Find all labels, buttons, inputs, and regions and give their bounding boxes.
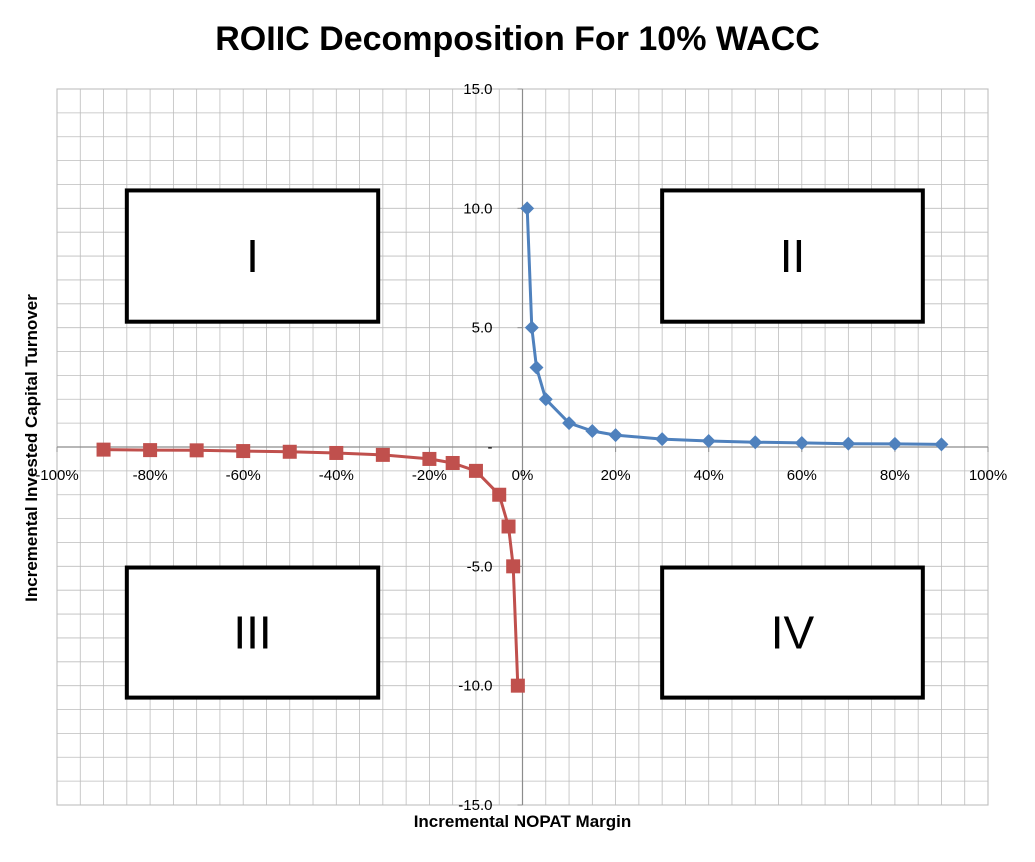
quadrant-box [124,188,381,324]
series-2-point [506,559,521,574]
series-2-point [501,519,516,534]
series-2-point [282,444,297,459]
quadrant-box [124,565,381,700]
series-1-point [794,435,809,450]
x-tick-label: 80% [880,467,910,484]
series-1-point [934,437,949,452]
series-2-point [329,445,344,460]
y-axis-title: Incremental Invested Capital Turnover [22,294,41,602]
series-1-point [608,428,623,443]
series-2-point [236,444,251,459]
quadrant-label: I [246,230,259,282]
series-1-point [520,201,535,216]
x-tick-label: -80% [133,467,168,484]
chart-title: ROIIC Decomposition For 10% WACC [215,20,820,58]
series-1-point [748,435,763,450]
series-2-point [96,442,111,457]
quadrant-label: III [233,607,271,659]
series-1-point [655,432,670,447]
x-tick-label: 40% [694,467,724,484]
x-tick-label: 100% [969,467,1007,484]
x-axis-title: Incremental NOPAT Margin [413,812,632,831]
y-tick-label: 5.0 [472,320,493,337]
y-tick-label: -15.0 [458,797,492,814]
y-tick-label: -10.0 [458,678,492,695]
quadrant-label: IV [771,607,815,659]
x-tick-label: 0% [512,467,534,484]
series-2-point [445,455,460,470]
x-tick-label: 20% [601,467,631,484]
y-tick-label: - [488,439,493,456]
x-tick-label: -60% [226,467,261,484]
series-1-point [524,320,539,335]
y-tick-label: 15.0 [463,81,492,98]
series-2-point [422,451,437,466]
series-2-point [189,443,204,458]
y-tick-label: -5.0 [467,558,493,575]
y-tick-label: 10.0 [463,200,492,217]
x-tick-label: 60% [787,467,817,484]
series-2-point [468,463,483,478]
series-1-point [562,416,577,431]
series-2-point [143,443,158,458]
series-1-point [585,424,600,439]
series-1-point [529,360,544,375]
series-1-point [701,434,716,449]
series-2-point [510,678,525,693]
x-tick-label: -100% [35,467,78,484]
series-2-point [375,447,390,462]
series-2-point [492,487,507,502]
series-1-point [887,436,902,451]
series-1-point [538,392,553,407]
quadrant-box [660,188,925,324]
series-1-point [841,436,856,451]
quadrant-box [660,565,925,700]
x-tick-label: -20% [412,467,447,484]
x-tick-label: -40% [319,467,354,484]
quadrant-label: II [780,230,806,282]
